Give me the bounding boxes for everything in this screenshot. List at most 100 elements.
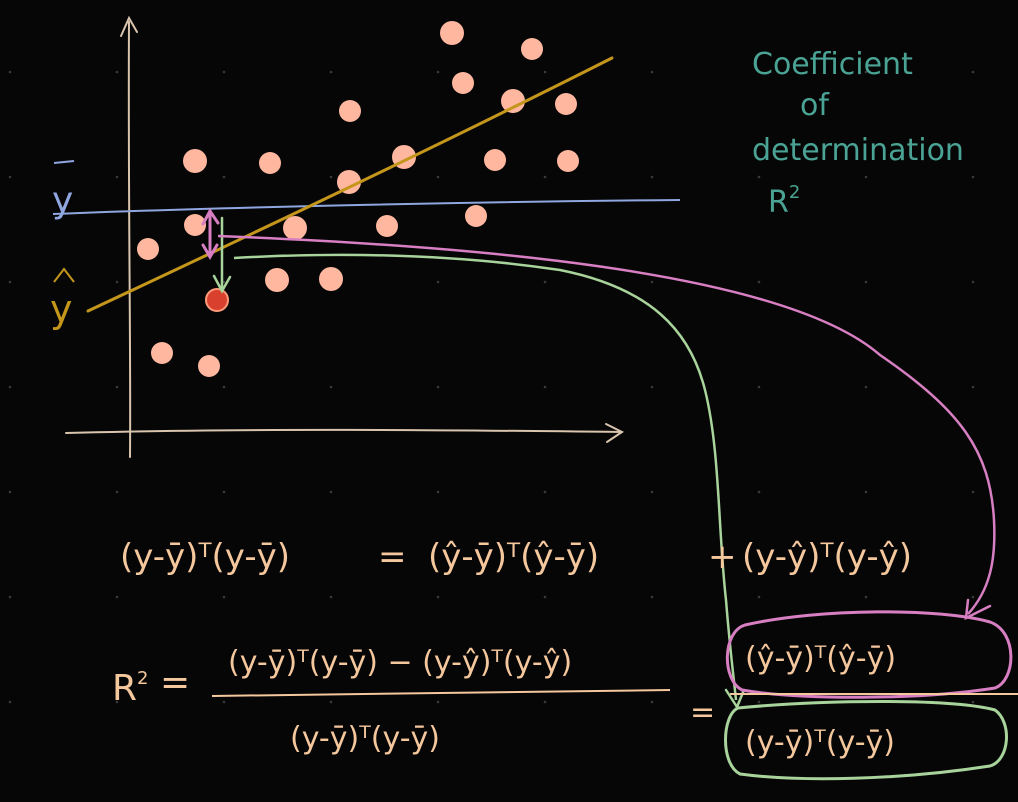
grid-dot xyxy=(222,70,226,74)
grid-dot xyxy=(864,280,868,284)
grid-dot xyxy=(543,70,547,74)
fraction-bar xyxy=(211,689,671,697)
scatter-points xyxy=(137,21,579,377)
grid-dot xyxy=(650,175,654,179)
grid-dot xyxy=(115,175,119,179)
mean-label-text: y xyxy=(52,180,73,221)
data-point xyxy=(137,238,159,260)
data-point xyxy=(440,21,464,45)
data-point xyxy=(283,216,307,240)
data-point xyxy=(198,355,220,377)
data-point xyxy=(259,152,281,174)
grid-dot xyxy=(543,595,547,599)
equation1-plus: + xyxy=(708,537,737,577)
grid-dot xyxy=(8,385,12,389)
equation2-denominator: (y-ȳ)ᵀ(y-ȳ) xyxy=(290,721,440,756)
data-point xyxy=(337,170,361,194)
equation2-lhs: R2 xyxy=(112,668,148,709)
data-point xyxy=(319,267,343,291)
grid-dot xyxy=(757,280,761,284)
grid-dot xyxy=(222,595,226,599)
grid-dot xyxy=(864,175,868,179)
grid-dot xyxy=(650,700,654,704)
grid-dot xyxy=(971,280,975,284)
grid-dot xyxy=(222,280,226,284)
equation1-equals: = xyxy=(378,537,407,577)
grid-dot xyxy=(436,175,440,179)
grid-dot xyxy=(436,385,440,389)
equation-sum-of-squares: (y-ȳ)ᵀ(y-ȳ) = (ŷ-ȳ)ᵀ(ŷ-ȳ) + (y-ŷ)ᵀ(y-ŷ) xyxy=(120,537,912,577)
grid-dot xyxy=(329,175,333,179)
y-axis xyxy=(127,21,132,458)
grid-dot xyxy=(222,700,226,704)
data-point xyxy=(151,342,173,364)
title-r-exponent: 2 xyxy=(789,182,800,203)
grid-dot xyxy=(971,595,975,599)
grid-dot xyxy=(757,175,761,179)
grid-dot xyxy=(650,595,654,599)
grid-dot xyxy=(757,70,761,74)
grid-dot xyxy=(543,700,547,704)
grid-dot xyxy=(8,700,12,704)
grid-dot xyxy=(222,385,226,389)
boxed-denominator: (y-ȳ)ᵀ(y-ȳ) xyxy=(745,725,895,760)
mean-label: y xyxy=(52,160,75,221)
data-point xyxy=(376,215,398,237)
equation2-r-exponent: 2 xyxy=(137,668,148,689)
green-box xyxy=(724,700,1008,781)
equation1-left: (y-ȳ)ᵀ(y-ȳ) xyxy=(120,537,290,577)
grid-dot xyxy=(8,280,12,284)
grid-dot xyxy=(543,280,547,284)
grid-dot xyxy=(115,280,119,284)
grid-dot xyxy=(757,490,761,494)
grid-dot xyxy=(864,490,868,494)
y-axis-arrowhead xyxy=(120,15,138,37)
equation-r-squared: R2 = (y-ȳ)ᵀ(y-ȳ) − (y-ŷ)ᵀ(y-ŷ) (y-ȳ)ᵀ(y-… xyxy=(112,645,715,756)
grid-dot xyxy=(543,490,547,494)
grid-dot xyxy=(971,700,975,704)
title-line-3: determination xyxy=(752,133,964,168)
grid-dot xyxy=(8,490,12,494)
grid-dot xyxy=(222,175,226,179)
regression-label-text: y xyxy=(50,287,73,331)
equation1-right: (y-ŷ)ᵀ(y-ŷ) xyxy=(742,537,912,577)
x-axis-arrowhead xyxy=(605,423,624,443)
grid-dot xyxy=(115,490,119,494)
highlighted-data-point xyxy=(205,288,229,312)
grid-dot xyxy=(329,385,333,389)
grid-dot xyxy=(757,595,761,599)
boxed-numerator: (ŷ-ȳ)ᵀ(ŷ-ȳ) xyxy=(745,641,896,676)
grid-dot xyxy=(436,700,440,704)
green-arrow xyxy=(212,216,232,294)
grid-dot xyxy=(864,70,868,74)
x-axis xyxy=(65,428,623,434)
grid-dot xyxy=(329,70,333,74)
data-point xyxy=(557,150,579,172)
title-r: R xyxy=(768,185,789,220)
grid-dot xyxy=(436,595,440,599)
pink-box xyxy=(725,610,1013,699)
mean-line xyxy=(52,199,681,215)
data-point xyxy=(265,268,289,292)
title-block: Coefficient of determination R2 xyxy=(752,47,964,220)
data-point xyxy=(452,72,474,94)
grid-dot xyxy=(436,70,440,74)
regression-label: y xyxy=(50,267,75,331)
grid-dot xyxy=(650,280,654,284)
grid-dot xyxy=(971,175,975,179)
equation2-r: R xyxy=(112,668,137,709)
grid-dot xyxy=(650,490,654,494)
grid-dot xyxy=(650,385,654,389)
equation1-middle: (ŷ-ȳ)ᵀ(ŷ-ȳ) xyxy=(428,537,599,577)
data-point xyxy=(484,149,506,171)
grid-dot xyxy=(971,385,975,389)
data-point xyxy=(184,214,206,236)
grid-dot xyxy=(8,70,12,74)
data-point xyxy=(339,100,361,122)
grid-dot xyxy=(436,280,440,284)
grid-dot xyxy=(329,595,333,599)
grid-dot xyxy=(8,595,12,599)
grid-dot xyxy=(971,490,975,494)
pink-arrow xyxy=(201,208,220,260)
